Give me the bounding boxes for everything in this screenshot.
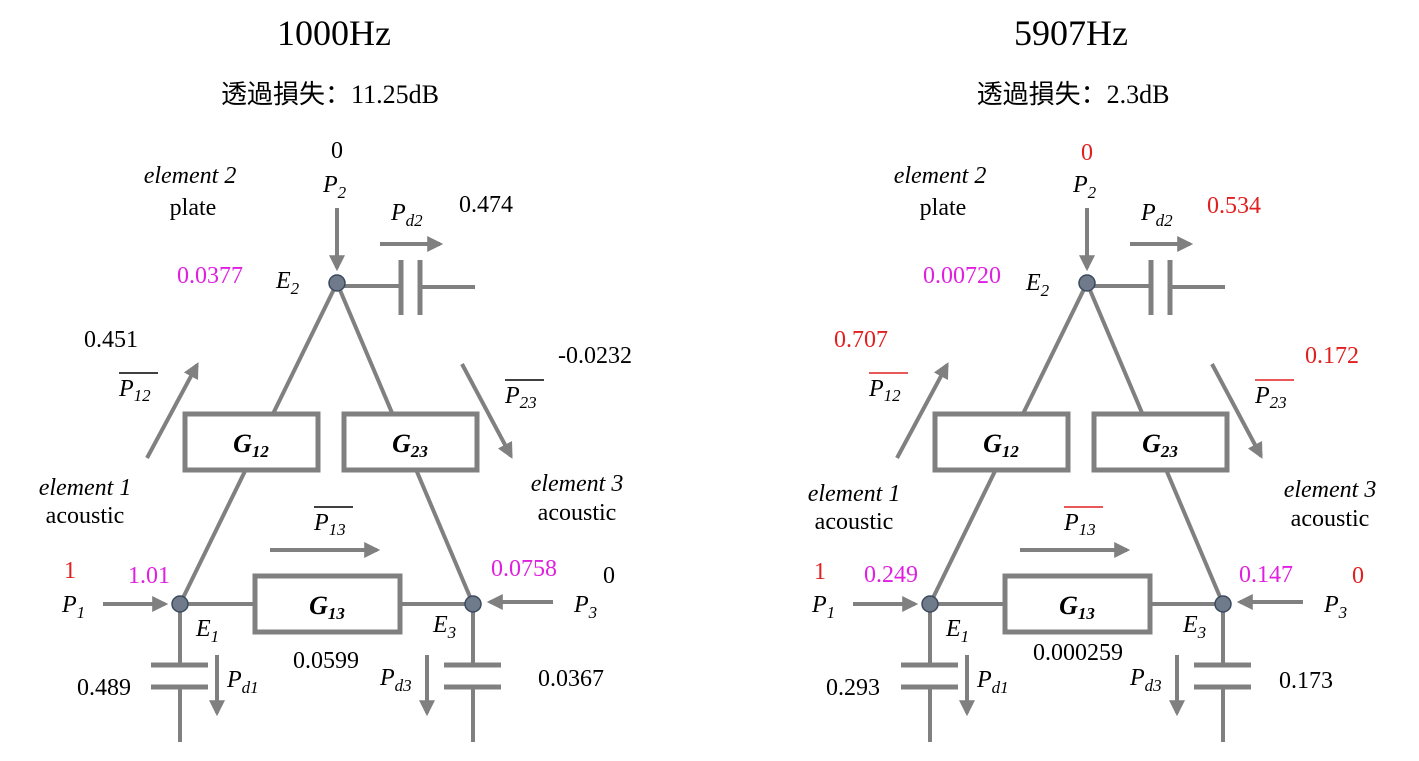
input-p3-value: 0 [603, 563, 615, 589]
p3-label: P3 [1323, 592, 1347, 622]
g13-box [252, 573, 403, 635]
transmission-loss-label: 透過損失：11.25dB [221, 80, 439, 109]
e2-value: 0.0377 [177, 263, 243, 289]
input-p2-value: 0 [1081, 140, 1093, 166]
g23-box [341, 411, 480, 473]
pd3-value: 0.173 [1279, 668, 1333, 694]
panel-title: 5907Hz [1014, 13, 1128, 53]
element1-type-label: acoustic [46, 503, 125, 529]
p12-value: 0.451 [84, 327, 138, 353]
p23-value: 0.172 [1305, 343, 1359, 369]
p23-value: -0.0232 [558, 343, 632, 369]
pd2-value: 0.534 [1207, 193, 1261, 219]
g23-label: G23 [1142, 429, 1178, 461]
element3-label: element 3 [531, 471, 624, 497]
svg-text:P23: P23 [1254, 383, 1287, 412]
element1-label: element 1 [39, 475, 132, 501]
plate-label: plate [170, 195, 217, 221]
p13-value: 0.000259 [1033, 640, 1123, 666]
svg-text:P12: P12 [118, 376, 151, 405]
element3-label: element 3 [1284, 477, 1377, 503]
p2-label: P2 [1072, 172, 1097, 202]
e2-value: 0.00720 [923, 263, 1001, 289]
element1-type-label: acoustic [815, 509, 894, 535]
p1-label: P1 [61, 592, 85, 622]
node-e1 [171, 595, 189, 613]
e2-label: E2 [1025, 270, 1050, 300]
e3-label: E3 [1182, 612, 1206, 642]
p23-bar-label: P23 [504, 379, 544, 412]
input-p2-value: 0 [331, 138, 343, 164]
g23-box [1091, 411, 1230, 473]
g12-label: G12 [983, 429, 1019, 461]
p13-bar-label: P13 [313, 506, 353, 539]
e1-label: E1 [195, 616, 219, 646]
element3-type-label: acoustic [1291, 506, 1370, 532]
p13-value: 0.0599 [293, 648, 359, 674]
p12-bar-label: P12 [868, 372, 908, 405]
input-p1-value: 1 [814, 559, 826, 585]
svg-text:P13: P13 [1063, 510, 1096, 539]
e3-label: E3 [432, 612, 456, 642]
transmission-loss-label: 透過損失：2.3dB [977, 80, 1170, 109]
pd2-value: 0.474 [459, 192, 513, 218]
element3-type-label: acoustic [538, 500, 617, 526]
g12-box [932, 411, 1071, 473]
element2-label: element 2 [894, 163, 987, 189]
plate-label: plate [920, 195, 967, 221]
e3-value: 0.147 [1239, 562, 1293, 588]
p12-bar-label: P12 [118, 372, 158, 405]
pd2-label: Pd2 [390, 200, 423, 230]
pd1-value: 0.293 [826, 675, 880, 701]
svg-text:P13: P13 [313, 510, 346, 539]
g13-label: G13 [1059, 591, 1095, 623]
e1-value: 0.249 [864, 562, 918, 588]
input-p1-value: 1 [64, 558, 76, 584]
p23-bar-label: P23 [1254, 379, 1294, 412]
e2-label: E2 [275, 268, 300, 298]
panel-title: 1000Hz [277, 13, 391, 53]
e3-value: 0.0758 [491, 556, 557, 582]
g13-label: G13 [309, 591, 345, 623]
pd3-value: 0.0367 [538, 666, 604, 692]
p12-value: 0.707 [834, 327, 888, 353]
node-e2 [1078, 274, 1096, 292]
panel-5907hz: 5907Hz 透過損失：2.3dB [808, 13, 1377, 742]
input-p3-value: 0 [1352, 563, 1364, 589]
g23-label: G23 [392, 429, 428, 461]
g13-box [1002, 573, 1153, 635]
node-e2 [328, 274, 346, 292]
pd1-value: 0.489 [77, 675, 131, 701]
element2-label: element 2 [144, 163, 237, 189]
pd3-label: Pd3 [379, 665, 412, 695]
panel-1000hz: 1000Hz 透過損失：11.25dB [39, 13, 632, 742]
svg-text:P23: P23 [504, 383, 537, 412]
pd1-label: Pd1 [226, 667, 259, 697]
node-e3 [1214, 595, 1232, 613]
pd3-label: Pd3 [1129, 665, 1162, 695]
e1-label: E1 [945, 616, 969, 646]
node-e1 [921, 595, 939, 613]
p2-label: P2 [322, 172, 347, 202]
pd1-label: Pd1 [976, 667, 1009, 697]
element1-label: element 1 [808, 481, 901, 507]
p3-label: P3 [573, 592, 597, 622]
p1-label: P1 [811, 592, 835, 622]
g12-box [182, 411, 321, 473]
p13-bar-label: P13 [1063, 506, 1103, 539]
e1-value: 1.01 [128, 563, 170, 589]
node-e3 [464, 595, 482, 613]
network-lines [103, 208, 553, 742]
svg-text:P12: P12 [868, 376, 901, 405]
pd2-label: Pd2 [1140, 200, 1173, 230]
g12-label: G12 [233, 429, 269, 461]
